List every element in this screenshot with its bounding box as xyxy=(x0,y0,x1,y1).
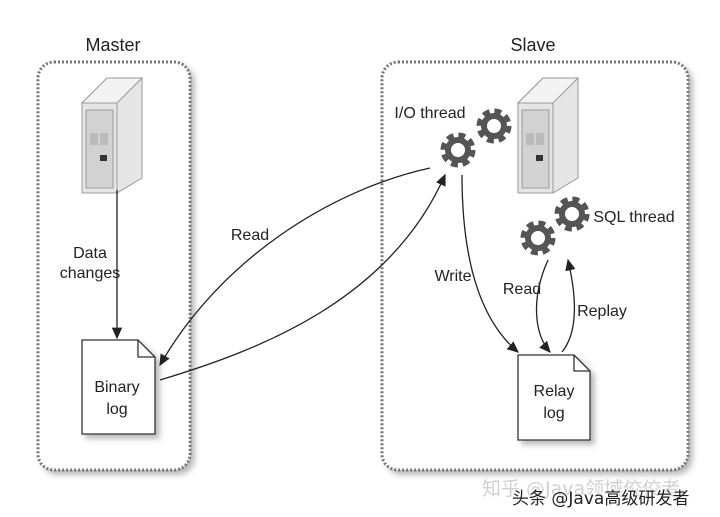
write-label: Write xyxy=(434,268,471,285)
read-request-arrow xyxy=(159,167,431,367)
read-label: Read xyxy=(231,227,269,244)
sql-thread-label: SQL thread xyxy=(593,209,674,226)
master-title: Master xyxy=(85,35,140,55)
relay-log-label-2: log xyxy=(543,405,564,422)
io-thread-label: I/O thread xyxy=(394,105,465,122)
master-server-icon xyxy=(81,77,143,194)
slave-title: Slave xyxy=(510,35,555,55)
watermark-faint: 知乎 @Java领域佼佼者 xyxy=(482,478,681,500)
replay-label: Replay xyxy=(577,303,627,320)
watermark-main: 头条 @Java高级研发者 xyxy=(512,489,690,509)
binary-log-document xyxy=(81,339,156,435)
binary-log-label-1: Binary xyxy=(94,379,139,396)
relay-log-label-1: Relay xyxy=(534,383,575,400)
slave-box xyxy=(380,60,690,472)
binary-log-label-2: log xyxy=(106,401,127,418)
slave-server-icon xyxy=(517,77,579,194)
write-arrow xyxy=(461,174,519,353)
io-thread-gear-icon xyxy=(445,137,471,163)
io-thread-gear-icon xyxy=(481,113,507,139)
relay-log-document xyxy=(517,354,591,441)
sql-thread-gear-icon xyxy=(559,201,585,227)
data-changes-label-2: changes xyxy=(60,265,121,282)
binlog-transfer-arrow xyxy=(159,173,446,381)
replay-arrow xyxy=(561,258,576,353)
relay-read-arrow xyxy=(535,259,551,353)
data-changes-label-1: Data xyxy=(73,245,107,262)
sql-thread-gear-icon xyxy=(525,225,551,251)
relay-read-label: Read xyxy=(503,281,541,298)
